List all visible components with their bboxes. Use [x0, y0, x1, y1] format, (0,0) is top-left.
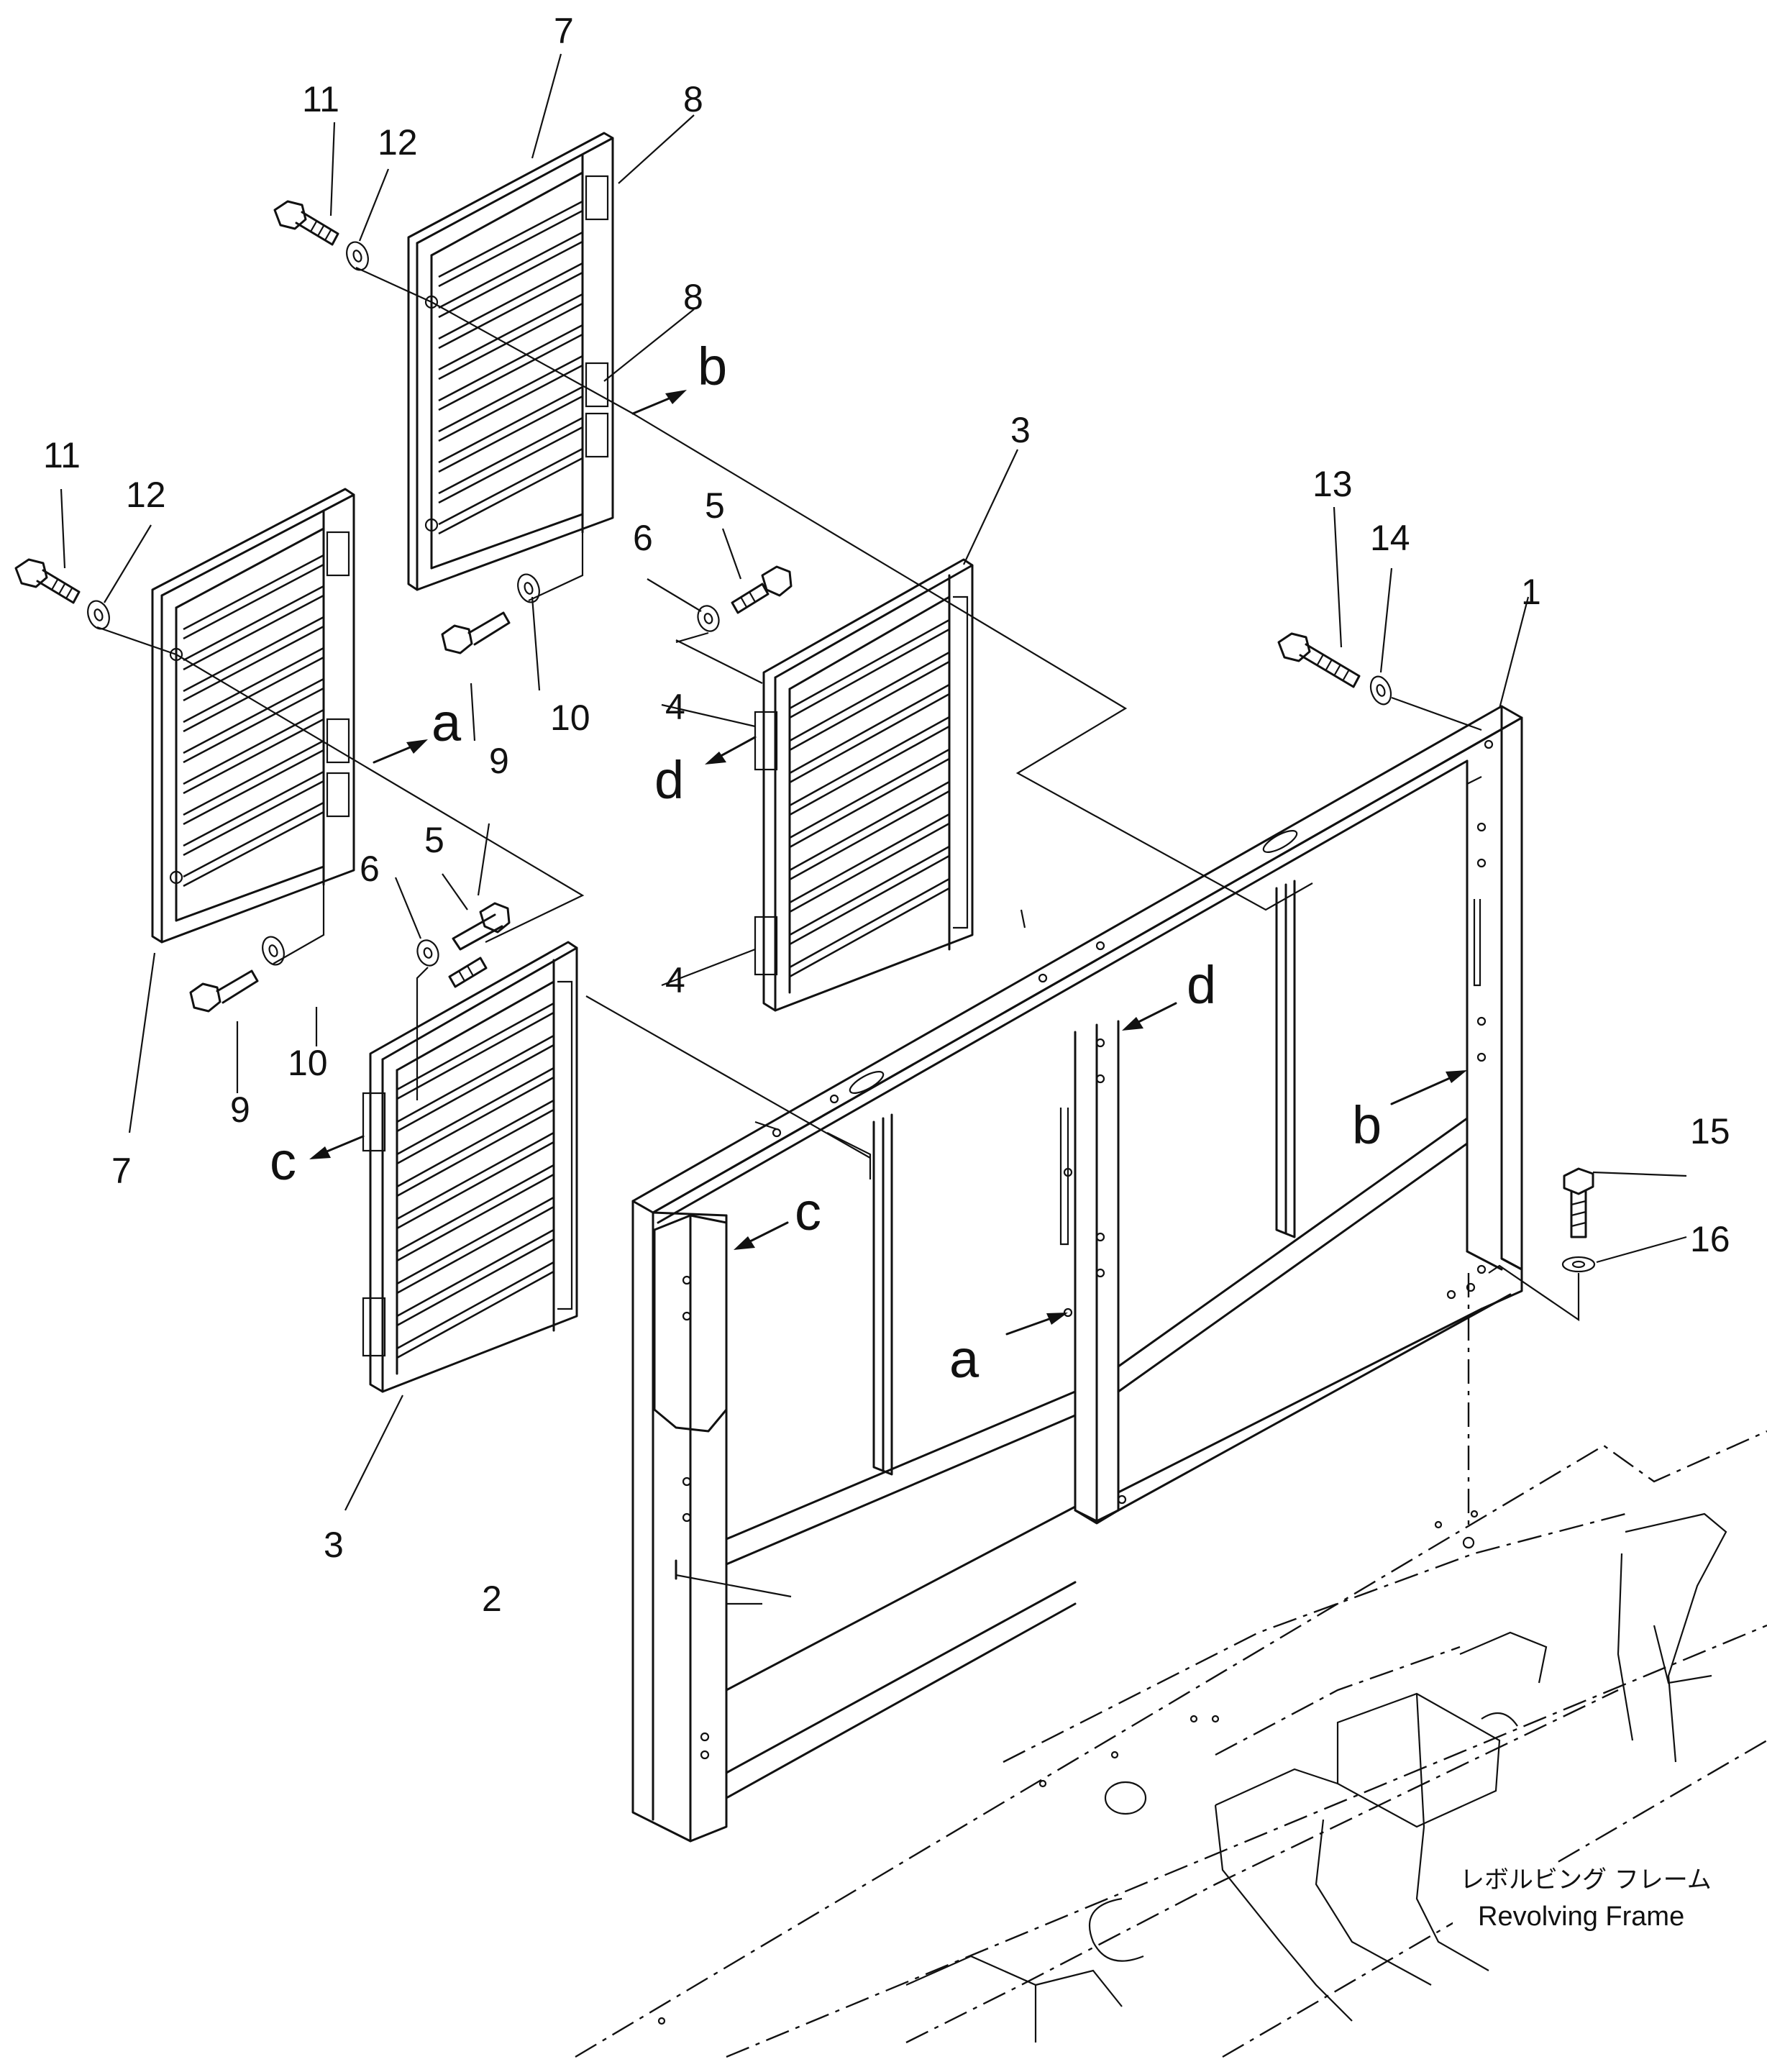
label-7-left: 7 [111, 1151, 132, 1191]
louver-panel-3-center [754, 558, 974, 1012]
label-14: 14 [1370, 518, 1410, 558]
label-16: 16 [1690, 1219, 1730, 1259]
label-12-upper: 12 [378, 122, 418, 163]
label-2: 2 [482, 1579, 502, 1619]
ref-a-panel: a [432, 693, 462, 752]
label-5-upper: 5 [705, 485, 725, 526]
ref-b-panel: b [698, 337, 727, 396]
revolving-frame-caption-en: Revolving Frame [1478, 1902, 1684, 1932]
label-9-lower: 9 [230, 1090, 250, 1130]
label-9-upper: 9 [489, 741, 509, 781]
label-4-upper: 4 [665, 687, 685, 727]
louver-panel-3-lower [362, 941, 578, 1393]
leader-lines [60, 53, 1687, 1605]
label-7-upper: 7 [554, 11, 574, 51]
label-8-upper: 8 [683, 79, 703, 119]
label-3-lower: 3 [324, 1525, 344, 1565]
label-15: 15 [1690, 1111, 1730, 1151]
fasteners [14, 200, 1596, 1273]
revolving-frame-outline [575, 1430, 1767, 2058]
louver-panel-7-upper [407, 132, 614, 591]
label-3-center: 3 [1010, 410, 1031, 450]
label-12-left: 12 [126, 475, 166, 515]
label-6-upper: 6 [633, 518, 653, 558]
ref-a-frame: a [949, 1329, 980, 1389]
label-5-lower: 5 [424, 820, 444, 860]
label-4-lower: 4 [665, 960, 685, 1000]
label-11-upper: 11 [302, 79, 339, 119]
label-10-lower: 10 [288, 1043, 328, 1083]
label-13: 13 [1312, 464, 1353, 504]
assembly-lines [96, 266, 1580, 1549]
label-6-lower: 6 [360, 849, 380, 889]
ref-c-frame: c [795, 1182, 821, 1241]
reference-arrows [309, 390, 1467, 1336]
ref-b-frame: b [1352, 1095, 1382, 1155]
label-11-left: 11 [43, 435, 81, 475]
ref-c-panel: c [270, 1131, 296, 1191]
part-number-labels: 7 8 8 11 12 11 12 3 13 14 1 6 5 4 4 9 10… [43, 11, 1730, 1619]
louver-panel-7-left [151, 488, 355, 944]
revolving-frame-caption-jp: レボルビング フレーム [1460, 1866, 1712, 1894]
label-1: 1 [1521, 572, 1541, 612]
ref-d-panel: d [654, 750, 684, 810]
main-frame-1 [631, 705, 1523, 1843]
ref-d-frame: d [1187, 955, 1216, 1015]
label-10-upper: 10 [550, 698, 590, 738]
label-8-lower: 8 [683, 277, 703, 317]
reference-letters: b a d c d c b a [270, 337, 1382, 1389]
